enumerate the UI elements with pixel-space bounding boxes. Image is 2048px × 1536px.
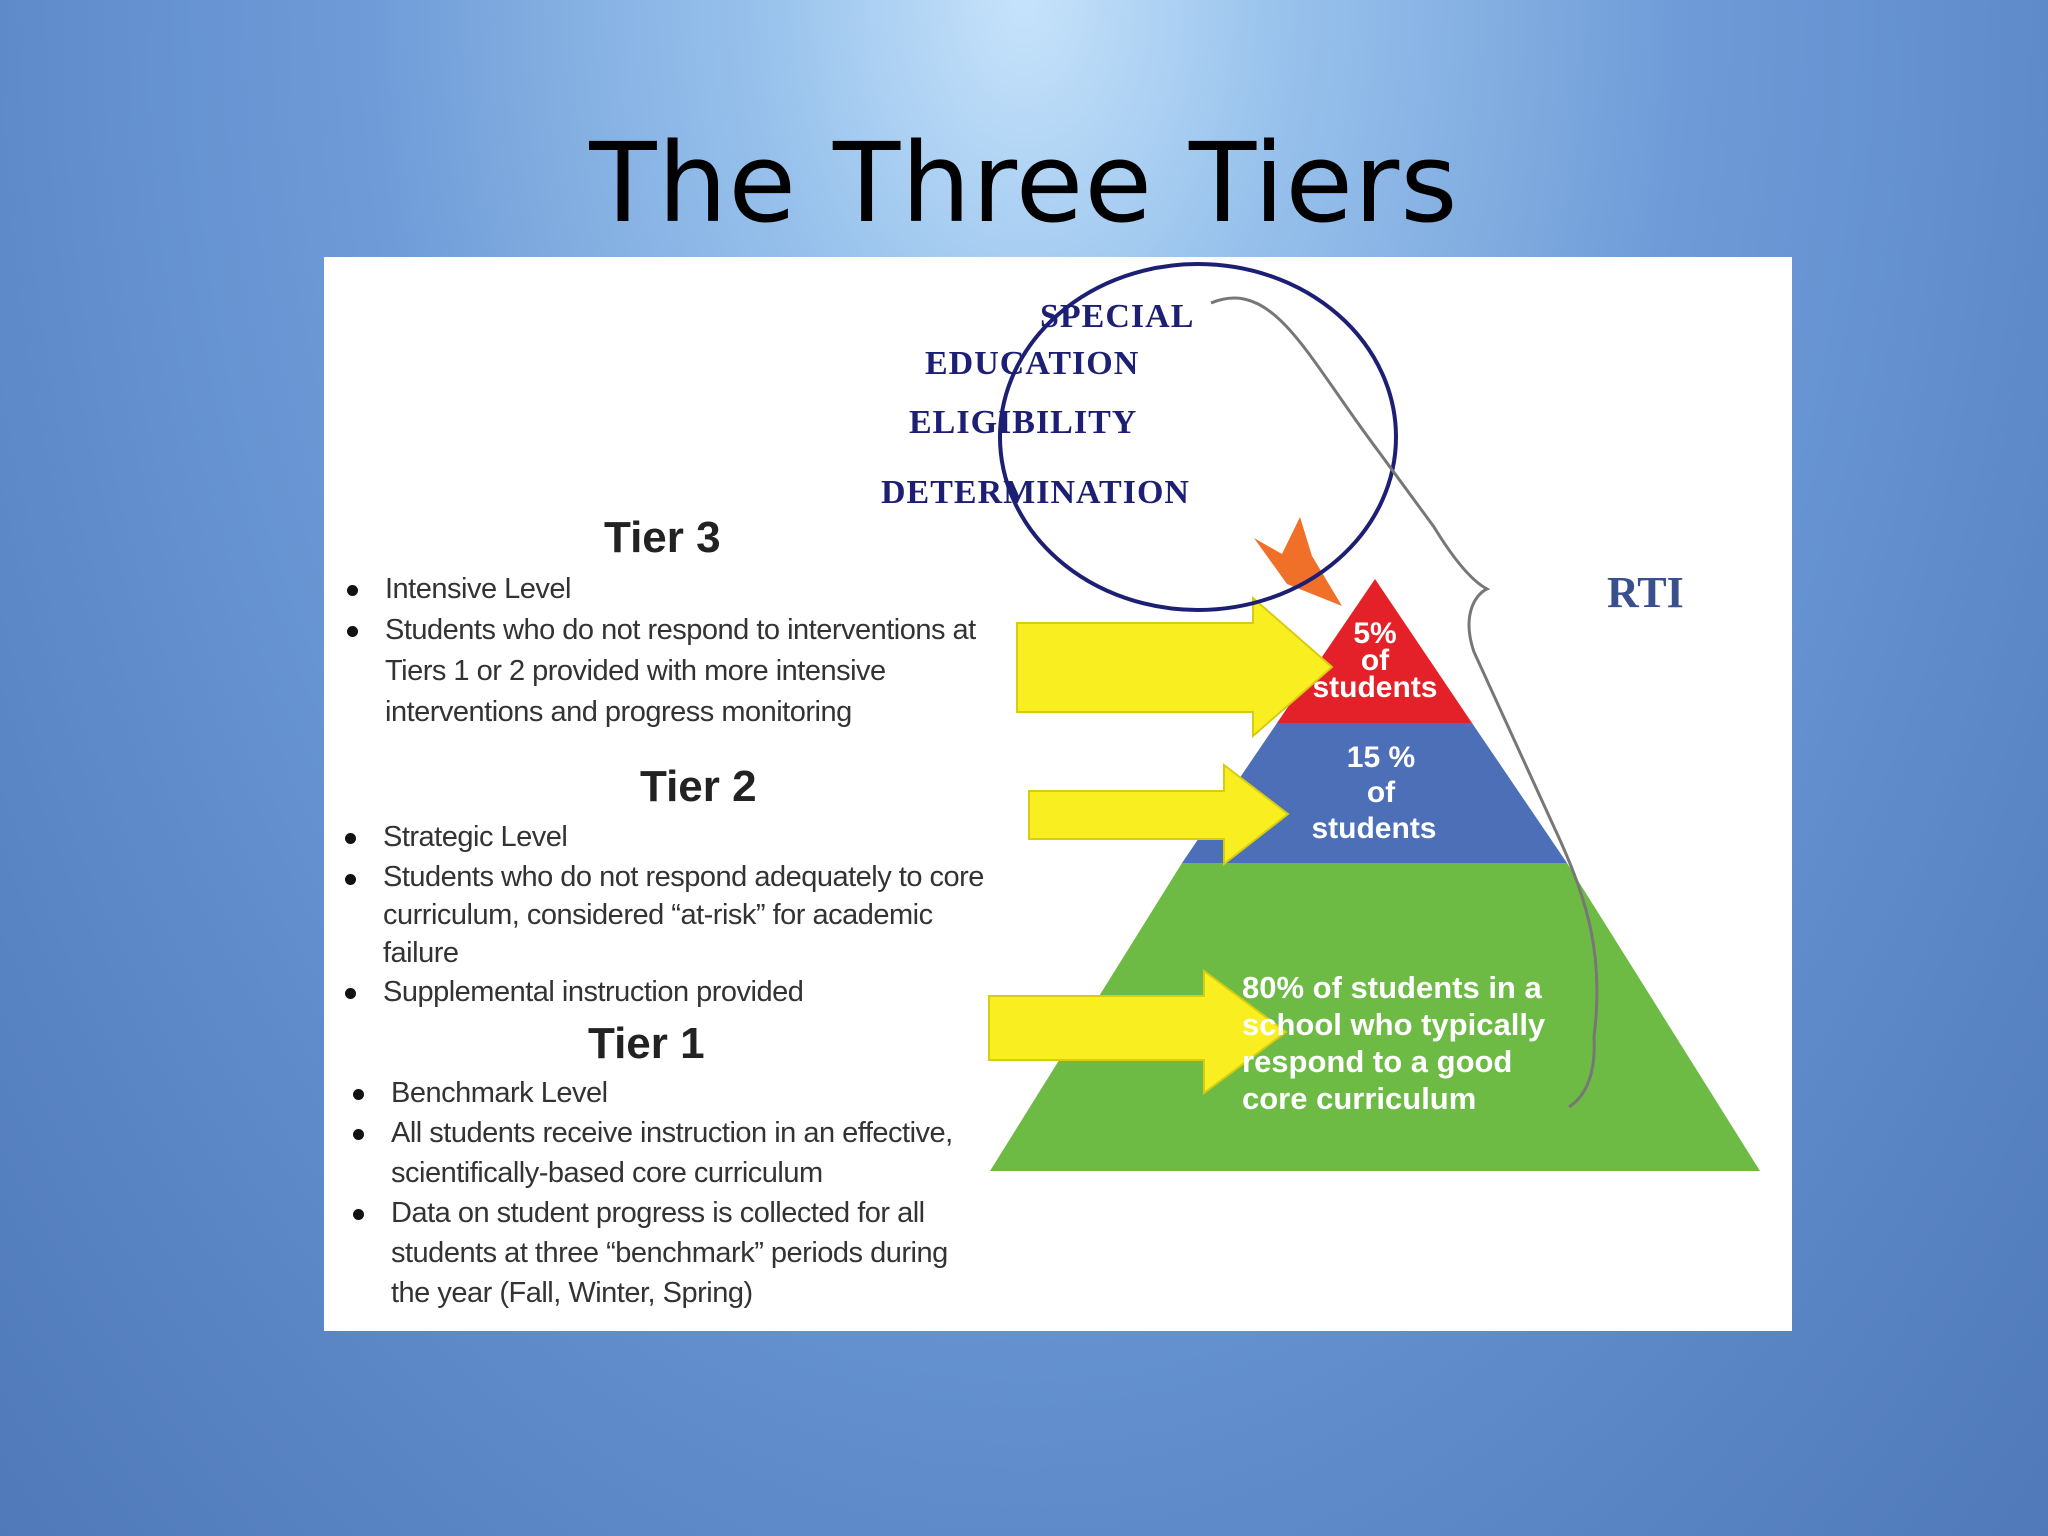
rti-label: RTI: [1607, 568, 1684, 617]
rti-brace: [1210, 296, 1599, 1109]
tier3-of: of: [1361, 644, 1390, 677]
list-item: Supplemental instruction provided: [343, 972, 1023, 1013]
list-item: Data on student progress is collected fo…: [351, 1193, 991, 1313]
circle-line-3: ELIGIBILITY: [909, 404, 1137, 441]
list-item: Intensive Level: [345, 569, 1025, 610]
pyramid-tier2-layer: [1182, 723, 1567, 863]
pyramid-diagram: SPECIAL EDUCATION ELIGIBILITY DETERMINAT…: [881, 262, 1760, 1171]
tier2-students: students: [1311, 812, 1436, 845]
list-item: Benchmark Level: [351, 1073, 991, 1113]
pyramid-tier1-layer: [990, 863, 1760, 1171]
list-item: Students who do not respond to intervent…: [345, 610, 1025, 733]
tier1-line-4: core curriculum: [1242, 1081, 1476, 1116]
circle-line-2: EDUCATION: [925, 345, 1139, 382]
tier1-line-1: 80% of students in a: [1242, 970, 1542, 1005]
rti-diagram-panel: SPECIAL EDUCATION ELIGIBILITY DETERMINAT…: [324, 257, 1792, 1331]
tier3-arrow: [1016, 595, 1334, 739]
list-item: Strategic Level: [343, 817, 1023, 858]
tier2-percent: 15 %: [1347, 741, 1415, 774]
tier1-line-2: school who typically: [1242, 1007, 1546, 1042]
up-arrow-icon: [1254, 517, 1342, 606]
tier1-heading: Tier 1: [588, 1019, 705, 1068]
tier2-of: of: [1367, 776, 1396, 809]
circle-line-1: SPECIAL: [1040, 298, 1194, 335]
circle-line-4: DETERMINATION: [881, 474, 1190, 511]
tier3-heading: Tier 3: [604, 513, 721, 562]
tier2-heading: Tier 2: [640, 762, 757, 811]
tier3-percent: 5%: [1353, 617, 1396, 650]
list-item: All students receive instruction in an e…: [351, 1113, 991, 1193]
tier2-bullets: Strategic Level Students who do not resp…: [343, 817, 1023, 1013]
pyramid-tier3-layer: [1277, 579, 1472, 723]
slide-title: The Three Tiers: [589, 119, 1459, 247]
tier3-students: students: [1312, 671, 1437, 704]
tier1-bullets: Benchmark Level All students receive ins…: [351, 1073, 991, 1313]
tier2-arrow: [1028, 762, 1290, 867]
special-education-circle: [998, 262, 1398, 612]
list-item: Students who do not respond adequately t…: [343, 858, 1023, 972]
tier1-line-3: respond to a good: [1242, 1044, 1512, 1079]
tier3-bullets: Intensive Level Students who do not resp…: [345, 569, 1025, 733]
tier1-arrow: [988, 969, 1288, 1095]
